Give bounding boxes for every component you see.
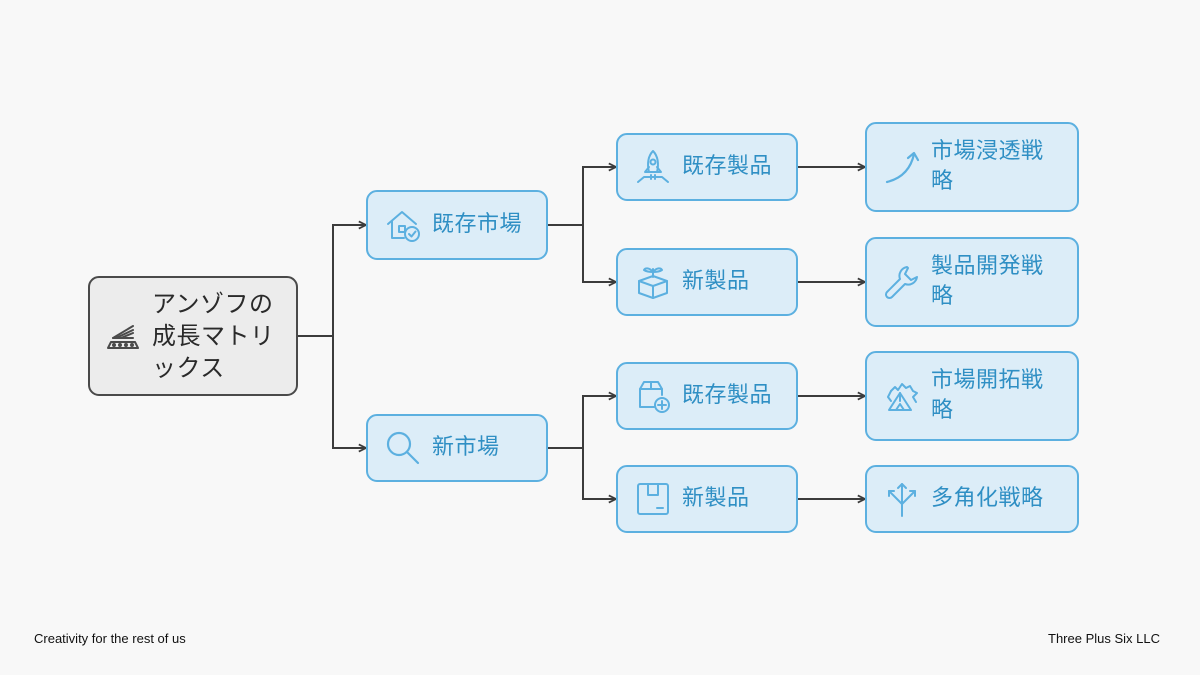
strategy-node-market-development: 市場開拓戦 略 [865,351,1079,441]
connector-new-market-to-new-product [582,448,616,499]
product-label-new-2: 新製品 [682,486,750,511]
strategy-label-market-penetration: 市場浸透戦 略 [931,139,1044,194]
wrench-icon [883,263,921,301]
market-label-new: 新市場 [432,435,500,460]
connector-new-market-to-existing-product [548,396,616,449]
root-node: アンゾフの 成長マトリ ックス [88,276,298,396]
frontier-icon [883,377,921,415]
product-node-existing-1: 既存製品 [616,133,798,201]
connector-root-to-existing-market [298,225,366,337]
footer-company: Three Plus Six LLC [1048,631,1160,646]
plant-box-icon [634,263,672,301]
house-check-icon [384,206,422,244]
rocket-icon [634,148,672,186]
growth-arrow-icon [883,148,921,186]
conveyor-icon [104,320,142,352]
box-plus-icon [634,377,672,415]
package-icon [634,480,672,518]
strategy-label-diversification: 多角化戦略 [931,486,1044,511]
market-label-existing: 既存市場 [432,212,523,237]
product-label-existing-1: 既存製品 [682,154,773,179]
diverging-arrows-icon [883,480,921,518]
magnifier-icon [384,429,422,467]
connector-existing-market-to-existing-product [548,167,616,226]
product-node-new-1: 新製品 [616,248,798,316]
strategy-node-product-development: 製品開発戦 略 [865,237,1079,327]
product-node-new-2: 新製品 [616,465,798,533]
footer-tagline: Creativity for the rest of us [34,631,186,646]
product-node-existing-2: 既存製品 [616,362,798,430]
connector-root-to-new-market [332,336,366,448]
market-node-new: 新市場 [366,414,548,482]
connector-existing-market-to-new-product [582,225,616,282]
strategy-node-diversification: 多角化戦略 [865,465,1079,533]
market-node-existing: 既存市場 [366,190,548,260]
strategy-label-market-development: 市場開拓戦 略 [931,368,1044,423]
product-label-existing-2: 既存製品 [682,383,773,408]
strategy-label-product-development: 製品開発戦 略 [931,254,1044,309]
root-label: アンゾフの 成長マトリ ックス [152,290,275,382]
product-label-new-1: 新製品 [682,269,750,294]
strategy-node-market-penetration: 市場浸透戦 略 [865,122,1079,212]
